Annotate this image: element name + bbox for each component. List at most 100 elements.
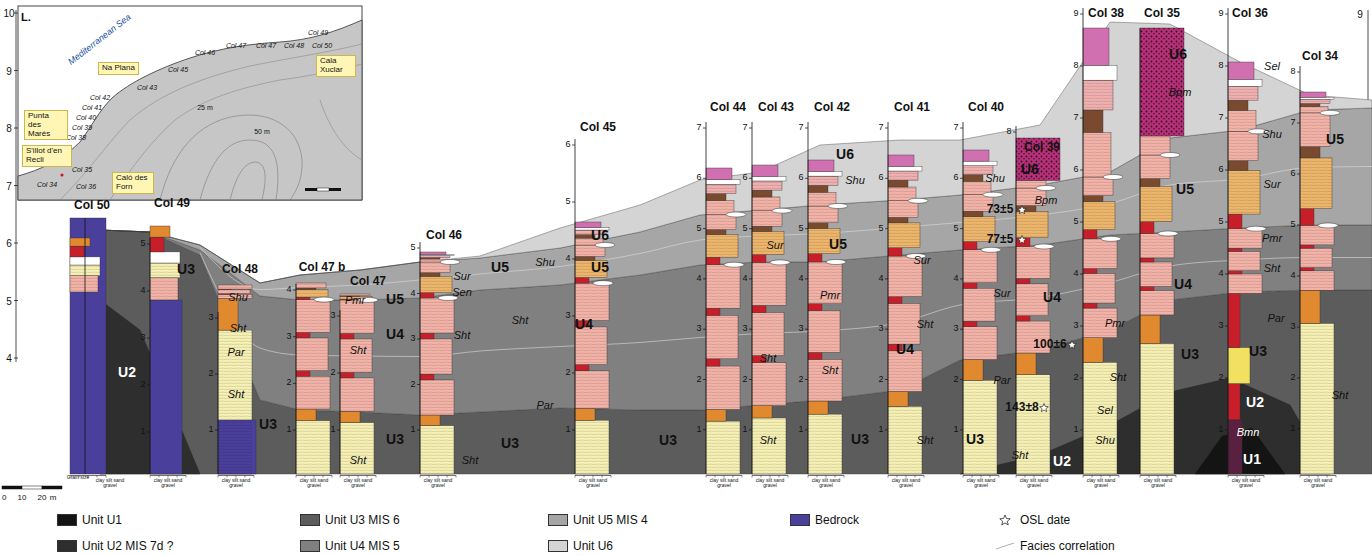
facies-bed [150,300,182,474]
grain-size-label: clay silt sand gravel [705,478,743,489]
axis-tick [572,373,575,374]
tick-number: 3 [410,334,415,344]
facies-bed [1140,28,1184,136]
tick-number: 7 [1218,113,1223,123]
tick-number: 5 [1290,220,1295,230]
tick-number: 4 [410,289,415,299]
unit-label: U3 [386,432,404,447]
tick-number: 1 [565,425,570,435]
facies-bed [420,380,454,415]
tick-number: 2 [798,375,803,385]
axis-tick [1080,170,1083,171]
bed-texture [1140,262,1172,286]
bed-texture [1228,86,1258,100]
facies-bed [575,408,595,420]
unit-label: U5 [1326,132,1344,147]
tick-number: 2 [140,380,145,390]
facies-bed [1016,138,1060,181]
grain-size-tick [254,476,255,478]
facies-code: Sht [462,454,479,466]
column-name: Col 41 [894,101,930,114]
axis-tick [1297,225,1300,226]
white-lens [1158,231,1178,236]
grain-size-label: clay silt sand gravel [91,478,129,489]
facies-bed [340,423,374,474]
place-name: Na Plana [102,64,135,73]
facies-bed [150,252,180,263]
facies-bed [420,426,454,474]
scale-bar [22,486,42,489]
unit-u4-band [100,225,1372,415]
axis-tick [960,178,963,179]
legend-text: Unit U5 MIS 4 [573,513,648,527]
bed-texture [1140,155,1170,179]
map-column-label: Col 47 [226,42,246,50]
tick-number: 1 [798,425,803,435]
facies-code: Shu [535,256,555,268]
white-lens [1246,226,1266,231]
tick-number: 1 [208,425,213,435]
tick-number: 6 [565,140,570,150]
unit-label: U3 [1249,344,1267,359]
bed-texture [1300,158,1332,209]
column-axis [296,284,297,474]
axis-tick [960,228,963,229]
tick-number: 4 [798,274,803,284]
facies-bed [752,190,772,197]
legend-sample [995,540,1015,552]
tick-number: 2 [410,380,415,390]
tick-number: 8 [1290,67,1295,77]
facies-bed [706,308,720,315]
contour-label: 50 m [254,128,270,136]
column-name: Col 36 [1232,7,1268,20]
column-axis [752,122,753,474]
axis-tick [1080,66,1083,67]
tick-number: 6 [953,173,958,183]
bed-texture [1228,251,1260,270]
tick-number: 4 [1073,269,1078,279]
facies-bed [70,218,106,474]
facies-code: Bmn [1237,426,1260,438]
grain-size-tick [332,476,333,478]
correlation-line-sample [996,543,1014,549]
facies-bed [752,305,766,312]
bed-texture [420,426,454,474]
bed-texture [296,300,330,333]
facies-bed [1228,131,1258,160]
facies-bed [963,150,989,161]
axis-tick [1297,378,1300,379]
facies-bed [1300,99,1330,103]
unit-label: U5 [386,292,404,307]
grain-size-tick [752,476,753,478]
facies-bed [218,330,252,474]
axis-tick [417,384,420,385]
bed-texture [340,339,372,372]
tick-number: 7 [798,123,803,133]
map-frame [18,6,362,200]
white-lens [1318,223,1338,228]
axis-tick [749,379,752,380]
place-name-box: S'illot d'en Recli [22,145,72,167]
facies-code: Pmr [820,289,840,301]
scale-number: 20 [38,494,47,503]
axis-tick [805,228,808,229]
axis-tick [703,178,706,179]
bed-texture [963,327,997,360]
axis-tick [805,379,808,380]
legend-text: OSL date [1020,513,1070,527]
white-lens [440,260,460,265]
facies-code: Par [1267,312,1284,324]
grain-size-tick [186,476,187,478]
grain-size-label: clay silt sand gravel [751,478,789,489]
unit-label: U2 [1053,454,1071,469]
legend-swatch [300,514,320,526]
column-axis [1140,28,1141,474]
facies-bed [296,290,328,297]
column-name: Col 43 [758,101,794,114]
axis-tick [1225,274,1228,275]
facies-bed [1140,186,1172,221]
place-name-box: Cala Xuclar [316,55,356,77]
axis-tick [572,202,575,203]
tick-number: 5 [953,224,958,234]
white-lens [1103,175,1123,180]
